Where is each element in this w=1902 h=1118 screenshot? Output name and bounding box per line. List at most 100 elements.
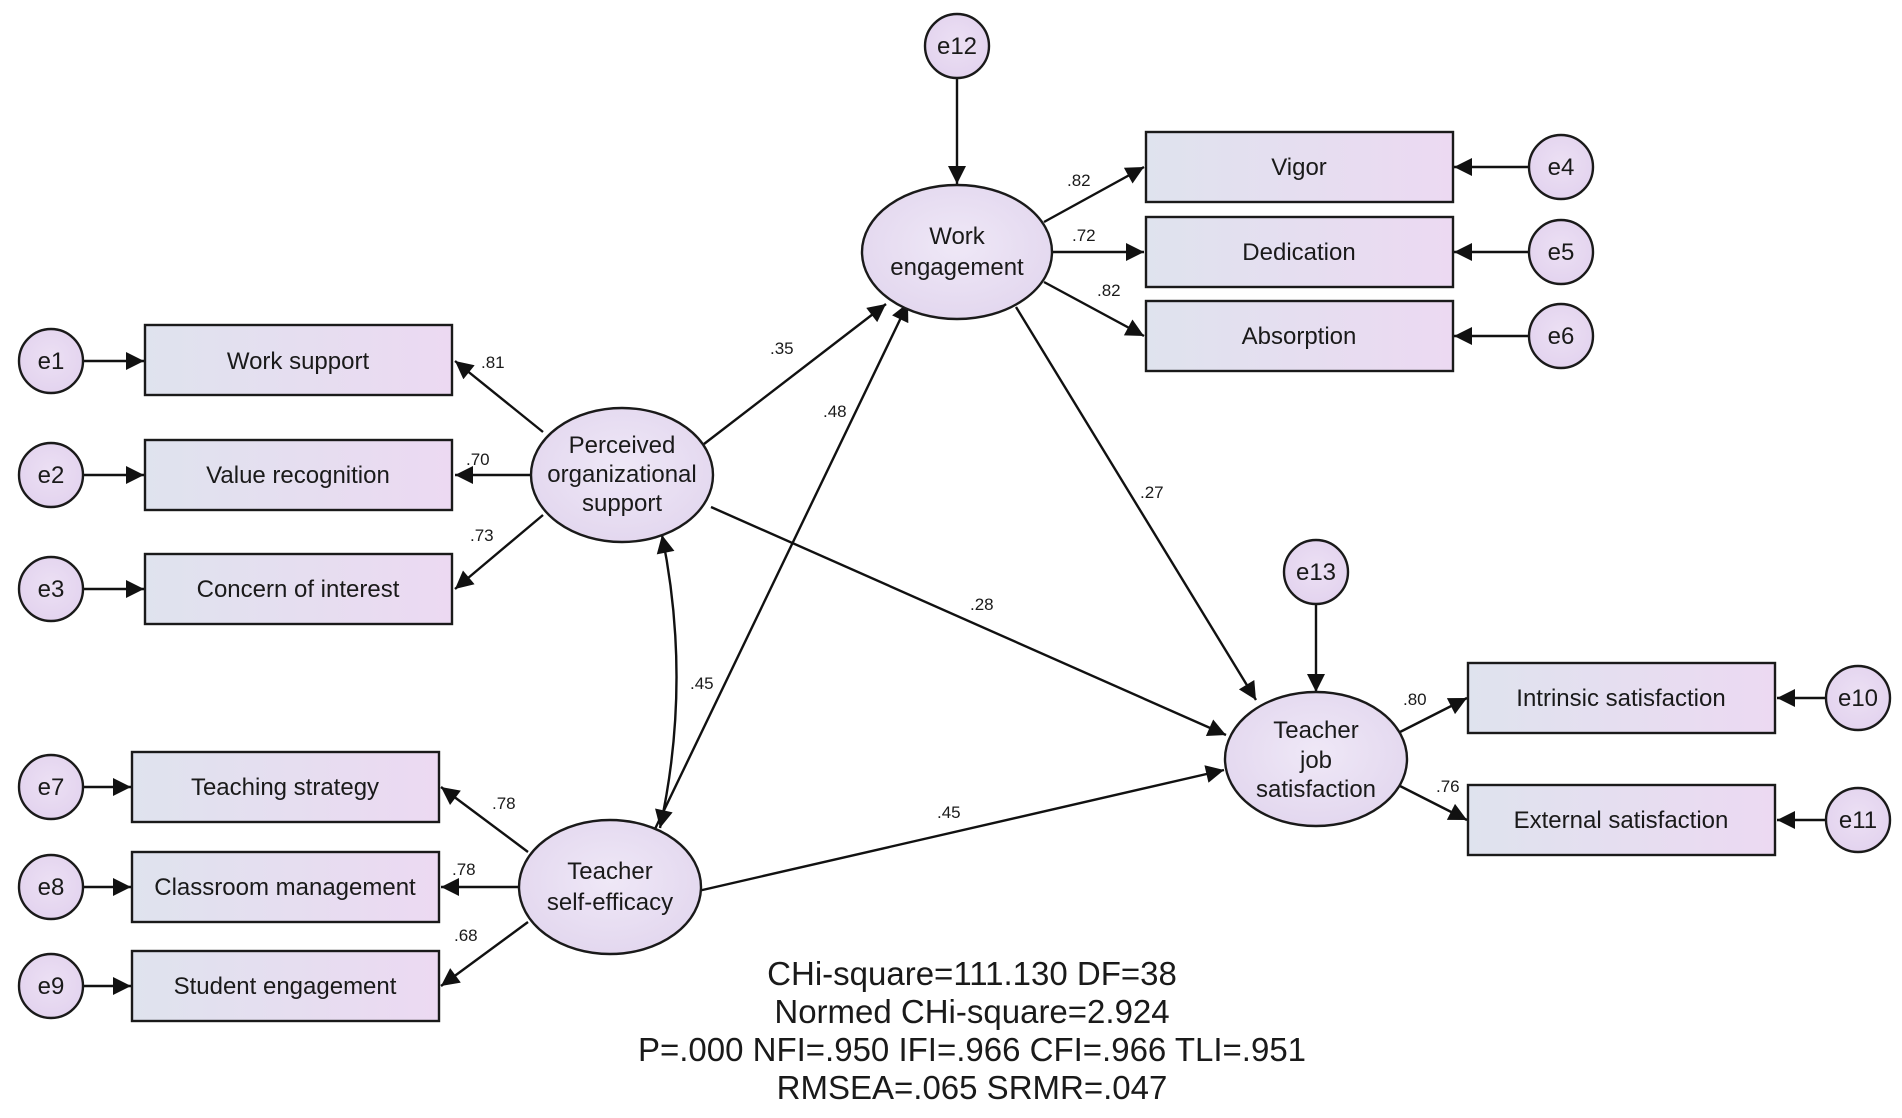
latent-label-line: self-efficacy [547,889,673,916]
error-label: e12 [937,33,977,60]
indicator-teaching-strategy: Teaching strategy [130,750,441,824]
indicator-classroom-management: Classroom management [130,850,441,924]
error-label: e7 [38,774,65,801]
path-tse-teaching [440,786,529,853]
error-label: e10 [1838,685,1878,712]
indicator-dedication: Dedication [1144,215,1455,289]
indicator-intrinsic-satisfaction: Intrinsic satisfaction [1466,661,1777,735]
coef-we-dedication: .72 [1072,226,1096,245]
indicator-work-support: Work support [143,323,454,397]
fit-line: CHi-square=111.130 DF=38 [767,955,1177,992]
coef-pos-we: .35 [770,339,794,358]
coef-tjs-intrinsic: .80 [1403,690,1427,709]
coef-tse-we: .48 [823,402,847,421]
indicator-label: Work support [227,348,370,375]
coef-pos-tse-cov: .45 [690,674,714,693]
coef-tjs-external: .76 [1436,777,1460,796]
error-e11: e11 [1824,786,1892,854]
latent-variables: Perceived organizational support Work en… [517,183,1409,956]
error-e12: e12 [923,12,991,80]
coef-we-absorption: .82 [1097,281,1121,300]
indicator-label: Classroom management [154,874,416,901]
indicator-vigor: Vigor [1144,130,1455,204]
error-e7: e7 [17,753,85,821]
indicator-label: Value recognition [206,462,390,489]
structural-paths [653,302,1258,893]
error-e6: e6 [1527,302,1595,370]
error-label: e4 [1548,154,1575,181]
error-e10: e10 [1824,664,1892,732]
error-label: e9 [38,973,65,1000]
coef-pos-work-support: .81 [481,353,505,372]
path-we-vigor [1043,165,1145,224]
latent-perceived-organizational-support: Perceived organizational support [529,406,715,544]
indicator-absorption: Absorption [1144,299,1455,373]
indicator-label: Absorption [1242,323,1357,350]
error-e2: e2 [17,441,85,509]
error-e9: e9 [17,952,85,1020]
coef-we-vigor: .82 [1067,171,1091,190]
error-label: e6 [1548,323,1575,350]
latent-label-line: Teacher [567,858,652,885]
coef-tse-tjs: .45 [937,803,961,822]
fit-line: Normed CHi-square=2.924 [774,993,1169,1030]
latent-label-line: satisfaction [1256,776,1376,803]
indicator-label: Student engagement [174,973,397,1000]
coef-pos-tjs: .28 [970,595,994,614]
latent-label-line: Teacher [1273,717,1358,744]
indicator-label: Dedication [1242,239,1355,266]
indicator-value-recognition: Value recognition [143,438,454,512]
latent-teacher-self-efficacy: Teacher self-efficacy [517,818,703,956]
indicator-student-engagement: Student engagement [130,949,441,1023]
latent-label-line: engagement [890,254,1024,281]
error-label: e13 [1296,559,1336,586]
coefficient-labels: .81 .70 .73 .82 .72 .82 .78 .78 .68 .80 … [452,171,1460,945]
error-terms: e1 e2 e3 e7 e8 e9 e4 e5 e6 e10 e11 e12 e… [17,12,1892,1020]
path-pos-tjs [710,505,1227,737]
coef-pos-value-recognition: .70 [466,450,490,469]
error-label: e2 [38,462,65,489]
fit-line: RMSEA=.065 SRMR=.047 [777,1069,1168,1106]
error-e8: e8 [17,853,85,921]
latent-label-line: organizational [547,461,696,488]
error-e5: e5 [1527,218,1595,286]
path-tse-student [440,921,529,987]
coef-tse-student: .68 [454,926,478,945]
error-paths [84,76,1826,995]
indicator-label: Vigor [1271,154,1327,181]
latent-label-line: support [582,490,662,517]
path-pos-we [703,303,887,445]
latent-work-engagement: Work engagement [860,183,1054,321]
path-pos-work-support [454,360,544,433]
path-tse-tjs [697,765,1225,893]
indicator-external-satisfaction: External satisfaction [1466,783,1777,857]
indicator-boxes: Work support Value recognition Concern o… [130,130,1777,1023]
latent-label-line: job [1299,747,1332,774]
error-label: e8 [38,874,65,901]
fit-indices: CHi-square=111.130 DF=38 Normed CHi-squa… [638,955,1306,1106]
latent-label-line: Perceived [569,432,676,459]
error-label: e5 [1548,239,1575,266]
error-label: e1 [38,348,65,375]
latent-teacher-job-satisfaction: Teacher job satisfaction [1223,690,1409,828]
error-e1: e1 [17,327,85,395]
indicator-concern-of-interest: Concern of interest [143,552,454,626]
path-we-absorption [1043,280,1145,338]
coef-we-tjs: .27 [1140,483,1164,502]
indicator-label: Intrinsic satisfaction [1516,685,1725,712]
error-e3: e3 [17,555,85,623]
error-label: e3 [38,576,65,603]
path-pos-tse-covariance [655,534,678,829]
path-we-tjs [1014,306,1258,701]
error-e13: e13 [1282,538,1350,606]
path-tjs-external [1399,784,1468,822]
latent-label-line: Work [929,223,986,250]
path-tjs-intrinsic [1399,696,1468,734]
loading-paths [440,165,1468,987]
error-e4: e4 [1527,133,1595,201]
error-label: e11 [1839,807,1877,834]
path-pos-concern [454,514,544,590]
indicator-label: Teaching strategy [191,774,379,801]
path-tse-we [653,302,910,830]
